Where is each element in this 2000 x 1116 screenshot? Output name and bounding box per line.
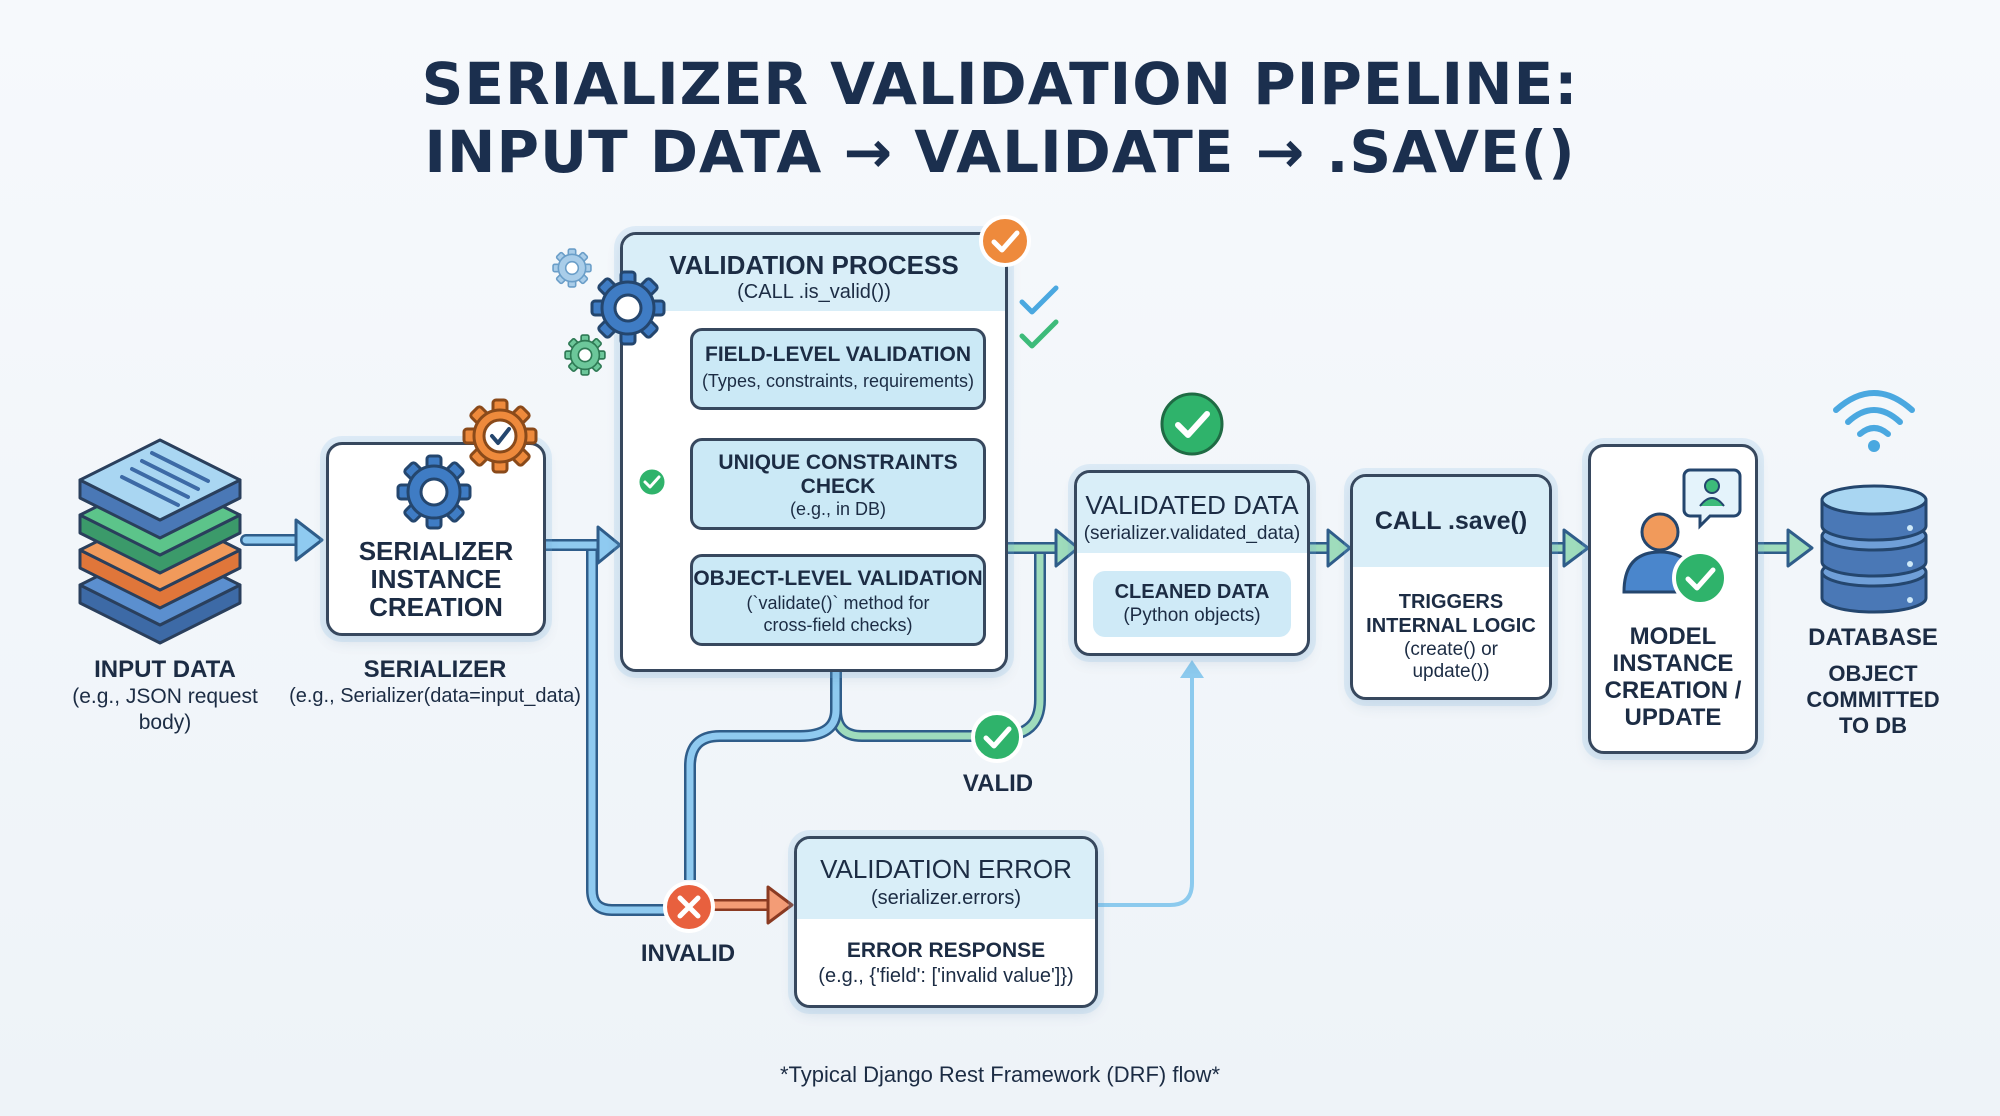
database-line2: COMMITTED	[1806, 687, 1940, 712]
save-sub2: update())	[1412, 661, 1490, 682]
wifi-icon	[1833, 390, 1915, 452]
save-triggers-line1: TRIGGERS	[1398, 591, 1504, 613]
serializer-box-line3: CREATION	[369, 592, 503, 622]
serializer-box-line2: INSTANCE	[370, 564, 502, 594]
model-line1: MODEL	[1629, 623, 1717, 650]
model-line4: UPDATE	[1624, 704, 1722, 731]
model-line3: CREATION /	[1604, 677, 1742, 704]
page-title-line1: SERIALIZER VALIDATION PIPELINE:	[421, 50, 1579, 118]
field-level-title: FIELD-LEVEL VALIDATION	[705, 343, 971, 366]
validated-data-header: VALIDATED DATA (serializer.validated_dat…	[1077, 473, 1307, 553]
field-level-sub: (Types, constraints, requirements)	[701, 371, 975, 391]
page-title-line2: INPUT DATA → VALIDATE → .SAVE()	[424, 118, 1576, 186]
gear-icon	[396, 454, 472, 530]
arrow-serializer-to-process	[545, 525, 680, 916]
object-level-sub1: (`validate()` method for	[746, 593, 930, 613]
database-line1: OBJECT	[1828, 661, 1918, 686]
call-save-title: CALL .save()	[1374, 507, 1528, 535]
database-line3: TO DB	[1838, 713, 1908, 738]
cleaned-data-sub: (Python objects)	[1123, 605, 1261, 626]
input-data-title: INPUT DATA	[94, 656, 236, 683]
error-response-title: ERROR RESPONSE	[846, 939, 1046, 962]
valid-check-icon	[971, 711, 1023, 763]
object-level-sub2: cross-field checks)	[763, 615, 913, 635]
footnote: *Typical Django Rest Framework (DRF) flo…	[779, 1062, 1221, 1087]
validated-data-box: VALIDATED DATA (serializer.validated_dat…	[1074, 470, 1310, 656]
gear-check-icon	[462, 398, 538, 474]
input-data-sub1: (e.g., JSON request	[72, 685, 258, 708]
cleaned-data-box: CLEANED DATA (Python objects)	[1093, 571, 1291, 637]
validation-error-box: VALIDATION ERROR (serializer.errors) ERR…	[794, 836, 1098, 1008]
unique-title2: CHECK	[800, 475, 876, 498]
call-save-box: CALL .save() TRIGGERS INTERNAL LOGIC (cr…	[1350, 474, 1552, 700]
arrow-save-to-model	[1552, 528, 1590, 568]
unique-title1: UNIQUE CONSTRAINTS	[718, 451, 958, 474]
double-check-icon	[1019, 285, 1059, 349]
unique-constraints-box: UNIQUE CONSTRAINTS CHECK (e.g., in DB)	[690, 438, 986, 530]
validation-process-header: VALIDATION PROCESS (CALL .is_valid())	[623, 235, 1005, 311]
small-green-gear-icon	[564, 334, 606, 376]
validation-process-title: VALIDATION PROCESS	[669, 250, 959, 280]
small-gear-icon	[552, 248, 592, 288]
data-stack-icon	[78, 438, 242, 645]
database-icon	[1820, 484, 1928, 614]
arrow-validated-to-save	[1310, 528, 1352, 568]
process-gear-icon	[590, 270, 666, 346]
valid-label: VALID	[962, 770, 1034, 797]
invalid-label: INVALID	[640, 940, 736, 967]
save-triggers-line2: INTERNAL LOGIC	[1366, 615, 1536, 637]
validation-process-sub: (CALL .is_valid())	[737, 281, 891, 303]
database-title: DATABASE	[1808, 624, 1938, 651]
validation-error-header: VALIDATION ERROR (serializer.errors)	[797, 839, 1095, 919]
arrow-model-to-database	[1758, 528, 1814, 568]
invalid-x-icon	[663, 881, 715, 933]
field-level-validation-box: FIELD-LEVEL VALIDATION (Types, constrain…	[690, 328, 986, 410]
arrow-input-to-serializer	[240, 518, 324, 562]
validation-error-title: VALIDATION ERROR	[820, 854, 1072, 884]
validated-data-title: VALIDATED DATA	[1085, 490, 1299, 520]
serializer-sub: (e.g., Serializer(data=input_data)	[289, 685, 581, 707]
input-data-sub2: body)	[138, 711, 192, 734]
object-level-validation-box: OBJECT-LEVEL VALIDATION (`validate()` me…	[690, 554, 986, 646]
cleaned-data-title: CLEANED DATA	[1114, 581, 1270, 603]
serializer-box-line1: SERIALIZER	[358, 536, 514, 566]
error-response-sub: (e.g., {'field': ['invalid value']})	[818, 965, 1074, 987]
object-level-title: OBJECT-LEVEL VALIDATION	[693, 567, 983, 590]
call-save-header: CALL .save()	[1353, 477, 1549, 567]
model-line2: INSTANCE	[1612, 650, 1734, 677]
arrow-process-to-invalid	[684, 668, 842, 880]
process-check-badge-icon	[979, 215, 1031, 267]
validated-check-icon	[1160, 392, 1224, 456]
user-check-icon	[1622, 468, 1742, 606]
validation-error-sub: (serializer.errors)	[870, 887, 1022, 909]
save-sub1: (create() or	[1404, 639, 1498, 660]
arrow-error-to-validated	[1098, 660, 1204, 907]
unique-sub: (e.g., in DB)	[789, 499, 887, 519]
bracket-check-icon	[636, 466, 668, 498]
serializer-title: SERIALIZER	[363, 656, 507, 683]
validated-data-sub: (serializer.validated_data)	[1083, 523, 1301, 544]
